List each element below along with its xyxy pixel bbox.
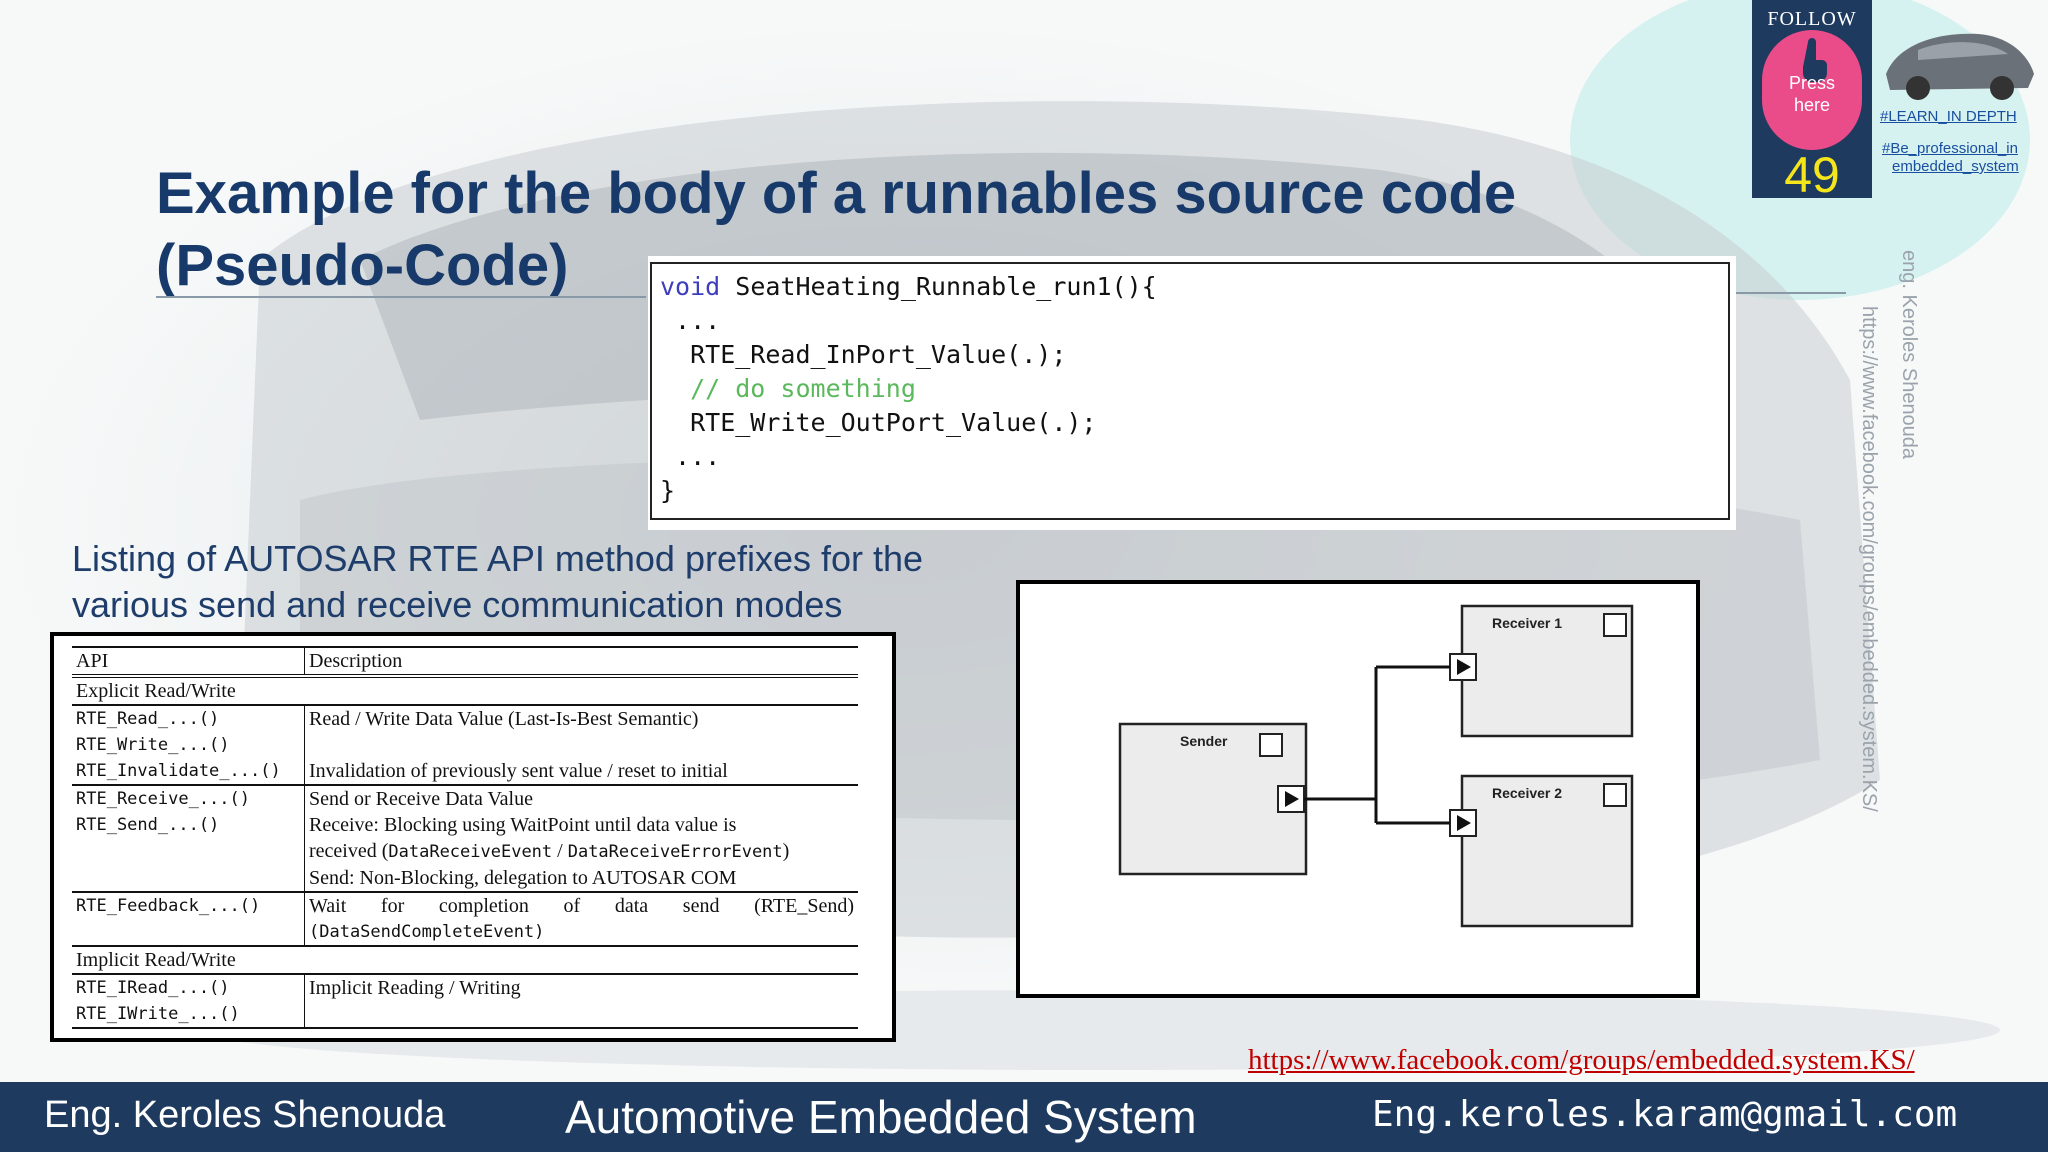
press-here-text: Press here bbox=[1788, 73, 1835, 115]
table-cell-api: RTE_IRead_...() RTE_IWrite_...() bbox=[72, 974, 305, 1028]
sender-port-arrow-icon bbox=[1285, 791, 1299, 807]
slide-title: Example for the body of a runnables sour… bbox=[156, 161, 1517, 298]
section-explicit: Explicit Read/Write bbox=[76, 680, 236, 702]
car-thumbnail-image[interactable] bbox=[1878, 14, 2038, 104]
table-cell-desc: Implicit Reading / Writing bbox=[309, 977, 521, 999]
code-frame bbox=[650, 262, 1730, 520]
receiver-2-port-arrow-icon bbox=[1457, 815, 1471, 831]
table-cell-api: RTE_Read_...() RTE_Write_...() RTE_Inval… bbox=[72, 705, 305, 785]
connection-lines bbox=[1304, 665, 1450, 825]
receiver-1-component: Receiver 1 bbox=[1449, 604, 1634, 738]
receiver-1-port-arrow-icon bbox=[1457, 659, 1471, 675]
follow-us-badge[interactable]: FOLLOW US Press here 49 bbox=[1752, 0, 1872, 203]
title-underline bbox=[156, 296, 646, 298]
side-author-watermark: eng. Keroles Shenouda bbox=[1898, 250, 1920, 460]
table-cell-api: RTE_Feedback_...() bbox=[72, 892, 305, 946]
table-cell-desc: Send or Receive Data Value Receive: Bloc… bbox=[309, 788, 790, 889]
receiver-1-label: Receiver 1 bbox=[1492, 615, 1562, 631]
facebook-group-link[interactable]: https://www.facebook.com/groups/embedded… bbox=[1248, 1044, 1915, 1076]
footer-email[interactable]: Eng.keroles.karam@gmail.com bbox=[1372, 1094, 1958, 1135]
col-header-api: API bbox=[72, 647, 305, 676]
section-implicit: Implicit Read/Write bbox=[76, 949, 236, 971]
rte-api-table: API Description Explicit Read/Write RTE_… bbox=[72, 646, 858, 1029]
page-number: 49 bbox=[1784, 147, 1840, 203]
title-underline-right bbox=[1736, 292, 1846, 294]
col-header-description: Description bbox=[309, 650, 403, 672]
listing-heading: Listing of AUTOSAR RTE API method prefix… bbox=[72, 538, 924, 625]
footer-bar: Eng. Keroles Shenouda Automotive Embedde… bbox=[0, 1082, 2048, 1152]
footer-course-title: Automotive Embedded System bbox=[565, 1091, 1197, 1143]
table-cell-api: RTE_Receive_...() RTE_Send_...() bbox=[72, 785, 305, 892]
code-listing: void SeatHeating_Runnable_run1(){ ... RT… bbox=[660, 272, 1157, 505]
sender-component: Sender bbox=[1118, 722, 1308, 876]
table-cell-desc: Wait for completion of data send (RTE_Se… bbox=[309, 895, 854, 942]
receiver-2-component: Receiver 2 bbox=[1449, 774, 1634, 928]
sender-receiver-diagram: Sender Receiver 1 Receiver 2 bbox=[1016, 580, 1700, 998]
pointing-hand-icon bbox=[1803, 38, 1827, 82]
sender-label: Sender bbox=[1180, 733, 1228, 749]
learn-in-depth-tag[interactable]: #LEARN_IN DEPTH bbox=[1880, 108, 2017, 125]
receiver-2-label: Receiver 2 bbox=[1492, 785, 1562, 801]
embedded-system-tag[interactable]: embedded_system bbox=[1892, 158, 2019, 175]
side-url-watermark: https://www.facebook.com/groups/embedded… bbox=[1858, 306, 1880, 812]
be-professional-tag[interactable]: #Be_professional_in bbox=[1882, 140, 2018, 157]
table-cell-desc: Read / Write Data Value (Last-Is-Best Se… bbox=[309, 708, 728, 782]
footer-author: Eng. Keroles Shenouda bbox=[44, 1094, 446, 1136]
